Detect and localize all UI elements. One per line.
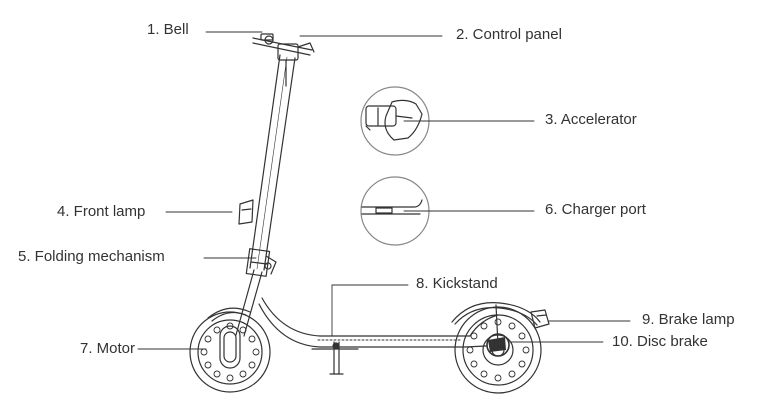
label-disc-brake: 10. Disc brake — [612, 333, 708, 350]
label-control-panel: 2. Control panel — [456, 26, 562, 43]
label-folding-mechanism: 5. Folding mechanism — [18, 248, 165, 265]
handlebar — [252, 33, 315, 87]
front-fender — [207, 307, 251, 319]
brake-lamp — [530, 309, 550, 329]
kickstand — [311, 341, 359, 375]
label-charger-port: 6. Charger port — [545, 201, 646, 218]
leader-lines — [137, 31, 631, 350]
label-kickstand: 8. Kickstand — [416, 275, 498, 292]
front-lamp-part — [238, 199, 254, 225]
label-bell: 1. Bell — [147, 21, 189, 38]
deck — [258, 297, 499, 348]
hub-motor — [219, 325, 241, 369]
label-accelerator: 3. Accelerator — [545, 111, 637, 128]
label-motor: 7. Motor — [80, 340, 136, 357]
front-wheel — [189, 311, 271, 393]
stem — [249, 54, 296, 271]
label-front-lamp: 4. Front lamp — [57, 203, 146, 220]
label-brake-lamp: 9. Brake lamp — [642, 311, 735, 328]
folding-mechanism-part — [245, 248, 277, 277]
